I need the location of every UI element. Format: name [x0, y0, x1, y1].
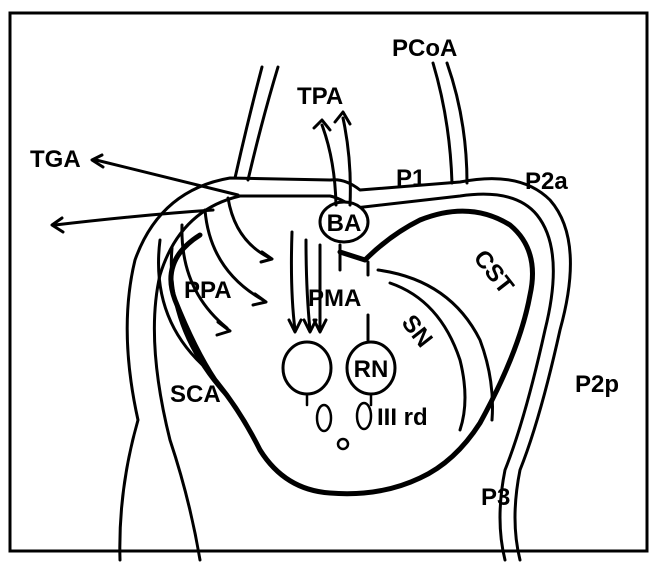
- pma-label: PMA: [308, 285, 361, 312]
- p3-label: P3: [481, 484, 510, 511]
- pcoa-label: PCoA: [392, 35, 457, 62]
- left-red-nucleus: [283, 342, 331, 394]
- tpa-branches: [314, 112, 350, 205]
- p1-label: P1: [396, 165, 425, 192]
- tpa-label: TPA: [297, 83, 343, 110]
- tga-label: TGA: [30, 146, 81, 173]
- right-oculomotor-root: [357, 403, 371, 429]
- p2p-label: P2p: [575, 371, 619, 398]
- aqueduct: [338, 439, 348, 449]
- midbrain-nuclei: RN: [283, 342, 395, 449]
- pcoa-vessel: [433, 63, 467, 183]
- ba-label: BA: [327, 210, 362, 237]
- p2a-label: P2a: [525, 168, 568, 195]
- left-oculomotor-root: [317, 405, 331, 431]
- rn-label: RN: [354, 356, 389, 383]
- cst-label: CST: [468, 245, 519, 300]
- basilar-artery-node: BA: [320, 202, 368, 242]
- left-upper-vessel: [235, 67, 278, 180]
- sn-label: SN: [396, 310, 438, 353]
- sca-label: SCA: [170, 381, 221, 408]
- iii-rd-label: III rd: [377, 404, 428, 431]
- ppa-label: PPA: [184, 277, 232, 304]
